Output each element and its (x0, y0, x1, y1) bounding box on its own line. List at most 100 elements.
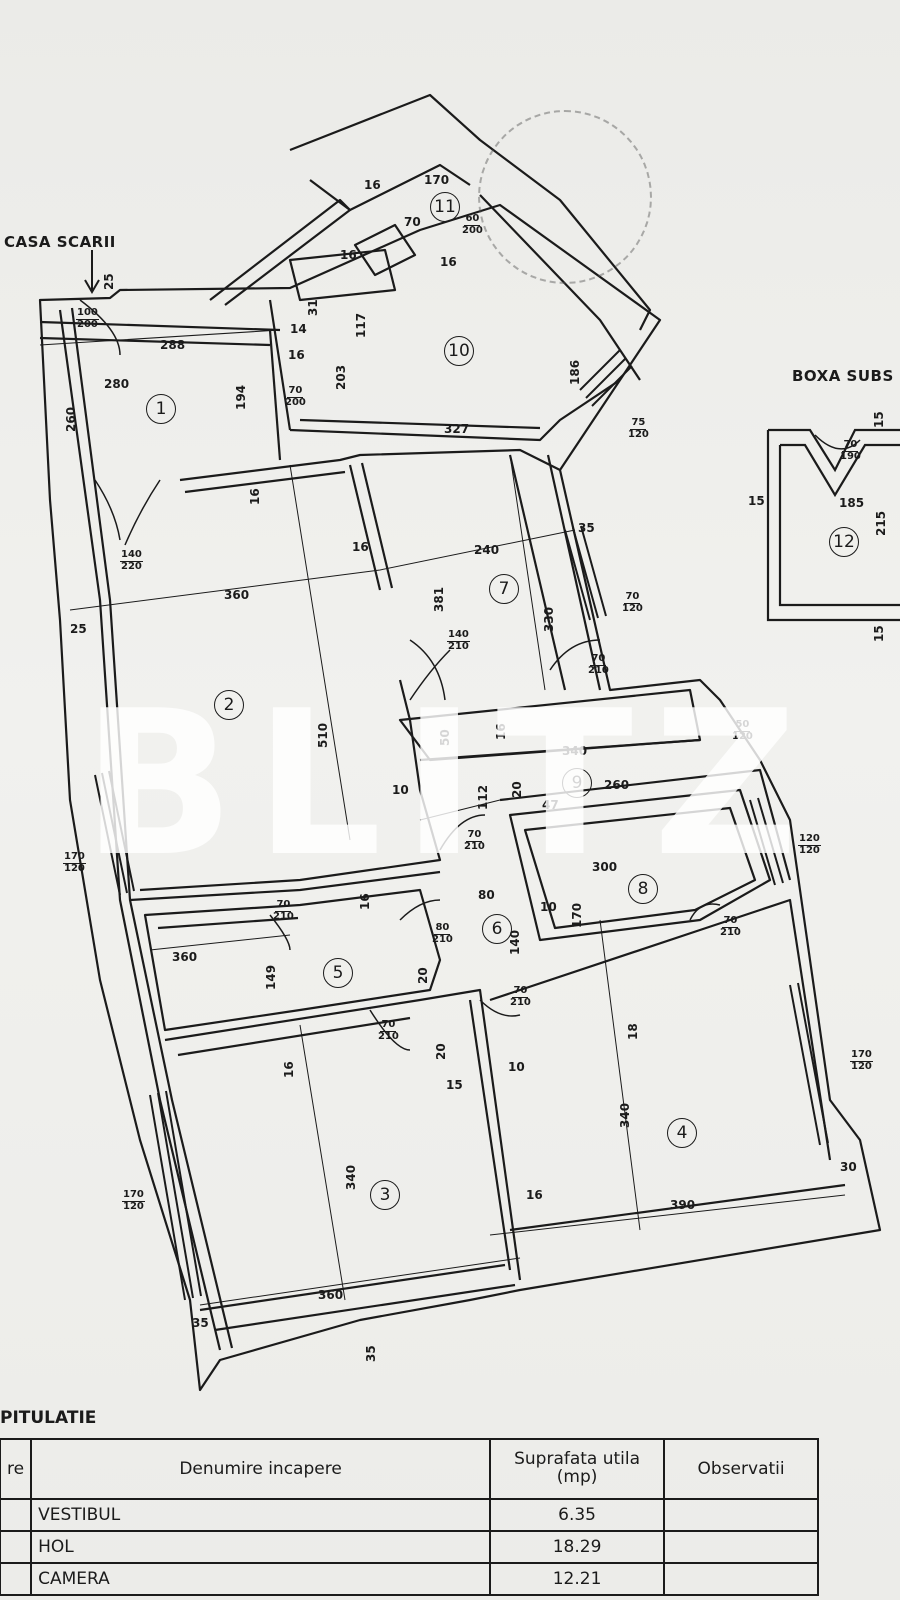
dimension: 16 (282, 1061, 296, 1078)
wall (289, 379, 621, 442)
dimension: 18 (626, 1023, 640, 1040)
dimension: 16 (364, 178, 381, 192)
dimension: 35 (364, 1345, 378, 1362)
wall (546, 454, 602, 691)
storage-label: BOXA SUBS (792, 367, 894, 385)
dimension: 10 (508, 1060, 525, 1074)
dimension: 330 (542, 606, 556, 632)
wall (499, 768, 792, 881)
dimension: 340 (618, 1102, 632, 1128)
dimension: 16 (352, 540, 369, 554)
wall (129, 870, 441, 902)
stair-core (288, 248, 397, 302)
dimension: 300 (592, 860, 618, 874)
dimension: 10 (392, 783, 409, 797)
dimension: 70 (404, 215, 421, 229)
dimension: 16 (494, 723, 508, 740)
dimension: 25 (70, 622, 87, 636)
door-arc (269, 914, 291, 951)
col-header: Denumire incapere (30, 1438, 492, 1500)
door-arc (94, 479, 161, 546)
room-number: 4 (667, 1118, 697, 1148)
table-cell (663, 1562, 820, 1596)
window-hatch (749, 797, 784, 886)
dimension: 16 (526, 1188, 543, 1202)
inner-wall (58, 309, 222, 1351)
window-hatch (579, 349, 633, 407)
wall (214, 1283, 516, 1332)
door-arc (399, 899, 441, 921)
table-cell: CAMERA (30, 1562, 492, 1596)
dimension: 390 (670, 1198, 696, 1212)
wall (268, 299, 292, 431)
arrow-icon (84, 250, 100, 294)
wall (139, 679, 442, 892)
dimension: 16 (440, 255, 457, 269)
dimension: 20 (416, 967, 430, 984)
room-number: 10 (444, 336, 474, 366)
dimension: 47 (542, 798, 559, 812)
door-arc (409, 639, 451, 701)
table-row: VESTIBUL 6.35 (0, 1498, 820, 1532)
dimension: 340 (344, 1164, 358, 1190)
dimension: 16 (288, 348, 305, 362)
dimension: 260 (64, 406, 78, 432)
table-cell: 12.21 (489, 1562, 666, 1596)
table-cell: 18.29 (489, 1530, 666, 1564)
wall (184, 470, 346, 494)
stair-core (309, 163, 471, 212)
table-cell (0, 1530, 33, 1564)
window-hatch (94, 770, 135, 896)
door-arc (439, 814, 486, 851)
wall (268, 329, 282, 461)
dimension: 140 (508, 929, 522, 955)
seal-stamp (478, 110, 652, 284)
window-hatch (789, 982, 829, 1146)
dimension: 80 (478, 888, 495, 902)
dimension: 360 (224, 588, 250, 602)
wall (508, 788, 772, 942)
room-number: 5 (323, 958, 353, 988)
dimension: 288 (160, 338, 186, 352)
dimension: 50 (438, 729, 452, 746)
dimension: 10 (540, 900, 557, 914)
wall (468, 999, 512, 1271)
dimension: 340 (562, 744, 588, 758)
room-number: 8 (628, 874, 658, 904)
dimension: 240 (474, 543, 500, 557)
dimension: 280 (104, 377, 130, 391)
wall (523, 806, 757, 930)
dimension: 360 (318, 1288, 344, 1302)
window-hatch (149, 1090, 202, 1301)
wall (157, 916, 299, 930)
table-cell (0, 1562, 33, 1596)
dimension: 170 (570, 902, 584, 928)
dimension: 117 (354, 312, 368, 338)
col-header: re (0, 1438, 33, 1500)
stair-core (353, 223, 417, 277)
dimension: 16 (248, 488, 262, 505)
dimension: 186 (568, 359, 582, 385)
wall (299, 418, 541, 430)
table-cell: HOL (30, 1530, 492, 1564)
dimension: 20 (434, 1043, 448, 1060)
room-number: 6 (482, 914, 512, 944)
dimension: 112 (476, 784, 490, 810)
door-arc (369, 1009, 411, 1051)
dimension: 510 (316, 722, 330, 748)
wall (39, 336, 271, 347)
wall (39, 320, 281, 332)
dimension: 194 (234, 384, 248, 410)
dimension: 360 (172, 950, 198, 964)
area-table: re Denumire incapere Suprafata utila (mp… (0, 1438, 820, 1596)
